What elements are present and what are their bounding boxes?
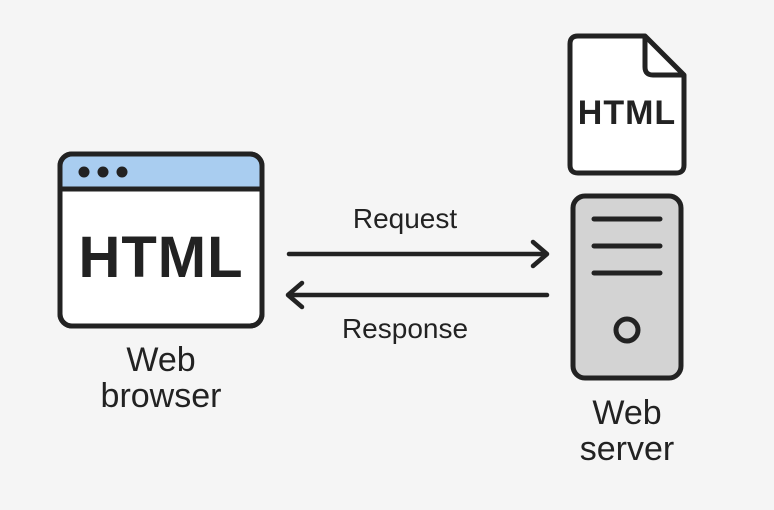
- web-browser-caption-line1: Web: [126, 341, 196, 379]
- document-outline: [567, 33, 687, 176]
- response-arrow-head: [285, 280, 305, 310]
- web-server-caption: Web server: [527, 395, 727, 467]
- html-document-icon: [567, 33, 687, 176]
- server-body: [570, 193, 684, 381]
- response-arrow: [285, 280, 550, 310]
- browser-titlebar: [62, 156, 260, 189]
- web-browser-caption-line2: browser: [100, 377, 222, 415]
- request-label: Request: [352, 203, 458, 234]
- document-folded-corner: [642, 36, 684, 78]
- web-server-caption-line1: Web: [592, 394, 662, 432]
- web-browser-caption: Web browser: [60, 342, 262, 414]
- web-browser-window: [57, 151, 265, 329]
- document-content-text: HTML: [577, 94, 677, 132]
- response-label: Response: [341, 313, 469, 344]
- server-power-button-icon: [613, 316, 641, 344]
- browser-frame-outline: [57, 151, 265, 329]
- request-arrow: [286, 239, 550, 269]
- request-arrow-head: [530, 239, 550, 269]
- web-server-icon: [570, 193, 684, 381]
- browser-content-text: HTML: [78, 225, 244, 290]
- window-dot-icon: [116, 166, 128, 178]
- window-dot-icon: [78, 166, 90, 178]
- web-server-caption-line2: server: [579, 430, 675, 468]
- window-dot-icon: [97, 166, 109, 178]
